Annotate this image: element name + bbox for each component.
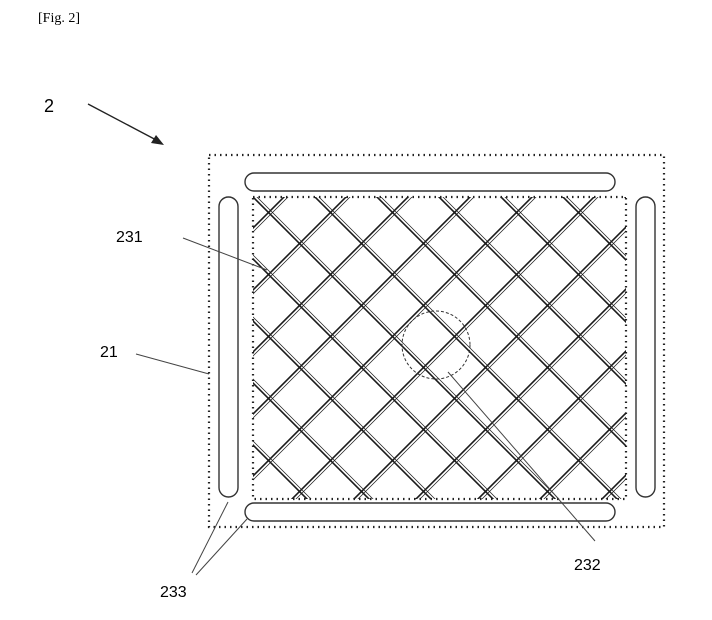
mesh-line-diag-a <box>623 197 626 200</box>
mesh-line-diag-a-double <box>566 197 626 257</box>
mesh-line-diag-a <box>253 257 495 499</box>
mesh-line-diag-a-double <box>380 197 626 443</box>
mesh-line-diag-a <box>561 197 626 262</box>
mesh-line-diag-b <box>352 225 626 499</box>
mesh-line-diag-b-double <box>253 197 413 357</box>
mesh-line-diag-a <box>253 197 557 499</box>
mesh-line-diag-a <box>375 197 626 448</box>
mesh-line-diag-b-double <box>543 416 626 499</box>
inner-dotted-frame <box>251 195 628 501</box>
mesh-line-diag-b-double <box>419 292 626 499</box>
mesh-line-diag-a-double <box>253 440 312 499</box>
center-dashed-circle <box>401 310 471 380</box>
mesh-line-diag-b <box>538 411 626 499</box>
mesh-line-diag-b-double <box>253 197 537 481</box>
ref-label-frame: 21 <box>100 344 118 361</box>
mesh-line-diag-a-double <box>504 197 626 319</box>
mesh-line-diag-b <box>654 187 712 509</box>
mesh-line-diag-b-double <box>481 354 626 499</box>
mesh-line-diag-a <box>253 381 371 499</box>
mesh-line-diag-a-double <box>681 187 712 509</box>
ref-label-mesh: 231 <box>116 229 143 246</box>
mesh-line-diag-a-double <box>253 378 374 499</box>
mesh-line-diag-b <box>253 197 348 292</box>
ref-label-circle: 232 <box>574 557 601 574</box>
figure-caption: [Fig. 2] <box>38 11 80 26</box>
mesh-line-diag-a-double <box>619 187 712 509</box>
leader-line-232 <box>447 371 596 542</box>
mesh-line-diag-a <box>677 187 712 509</box>
slot-bottom <box>244 502 616 522</box>
mesh-line-diag-b <box>253 197 472 416</box>
slot-right <box>635 196 656 498</box>
mesh-line-diag-b-double <box>253 197 475 419</box>
mesh-line-diag-b <box>253 197 410 354</box>
mesh-line-diag-a-double <box>318 197 622 499</box>
leader-line-233-a <box>191 501 229 574</box>
device-pointer-arrow <box>87 103 164 145</box>
mesh-line-diag-b <box>476 349 626 499</box>
mesh-line-diag-b-double <box>253 197 351 295</box>
mesh-line-diag-a-double <box>256 197 560 499</box>
mesh-line-diag-a <box>437 197 626 386</box>
mesh-line-diag-b-double <box>295 197 599 499</box>
ref-label-slots: 233 <box>160 584 187 601</box>
mesh-line-diag-b <box>414 287 626 499</box>
mesh-line-diag-a <box>253 319 433 499</box>
mesh-line-diag-a-double <box>253 254 498 499</box>
diamond-mesh <box>253 187 712 509</box>
mesh-line-diag-a <box>499 197 626 324</box>
mesh-line-diag-a <box>313 197 619 499</box>
leader-line-231 <box>182 237 268 271</box>
mesh-line-diag-a-double <box>253 316 436 499</box>
leader-line-233-b <box>195 518 248 576</box>
mesh-line-diag-b-double <box>357 230 626 499</box>
mesh-line-diag-b <box>253 197 534 478</box>
mesh-line-diag-b <box>290 197 596 499</box>
mesh-line-diag-a <box>253 443 309 499</box>
ref-label-device: 2 <box>44 96 54 116</box>
mesh-line-diag-a-double <box>442 197 626 381</box>
mesh-line-diag-b-double <box>658 187 712 509</box>
leader-line-21 <box>135 353 210 375</box>
slot-left <box>218 196 239 498</box>
mesh-line-diag-b <box>253 197 286 230</box>
slot-top <box>244 172 616 192</box>
